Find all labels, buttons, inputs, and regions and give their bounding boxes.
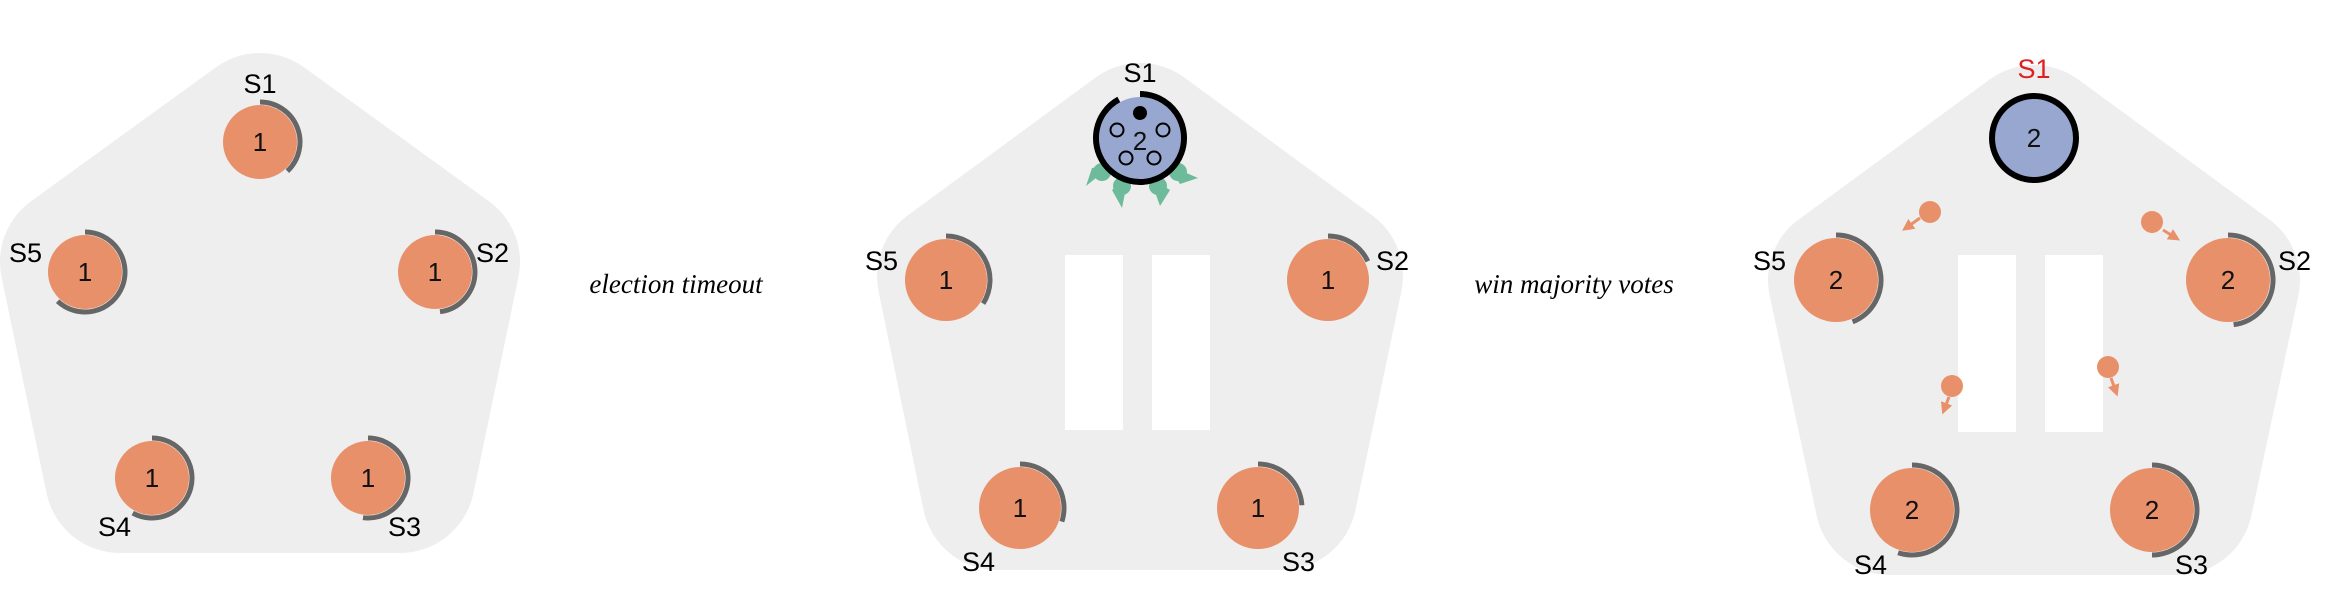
panel-initial: 1 S1 1 S2 1 S3 1 S4 1 S5 [0,53,520,553]
term-number: 2 [2027,123,2041,153]
election-timer-arc [1019,461,1067,523]
transition-label-win-majority-votes: win majority votes [1474,269,1673,299]
server-circle [1870,468,1954,552]
server-node-s5[interactable]: 2 [1794,232,1884,325]
election-timer-arc [1257,461,1305,506]
heartbeat-messages [1902,201,2181,415]
cluster-background [1768,65,2300,575]
server-node-s3[interactable]: 1 [331,435,411,521]
server-node-s2[interactable]: 1 [398,229,478,315]
panel-leader-elected: 2 S1 2 S2 2 S3 2 S4 2 S5 [1753,54,2311,580]
server-circle [331,441,405,515]
election-timer-arc [1093,91,1187,185]
vote-dot-s2 [1155,122,1171,138]
server-circle [1989,93,2079,183]
server-node-s4[interactable]: 2 [1870,462,1960,558]
server-circle [398,235,472,309]
term-number: 1 [78,257,92,287]
server-circle [979,467,1061,549]
server-label-s3: S3 [1282,547,1315,577]
server-circle [905,239,987,321]
server-node-s3[interactable]: 2 [2110,462,2200,558]
vote-dot-s5 [1109,122,1125,138]
term-number: 1 [361,463,375,493]
server-label-s5: S5 [1753,246,1786,276]
heartbeat-to-s3 [2097,356,2120,397]
heartbeat-to-s4 [1940,375,1963,415]
vote-dot-s3 [1146,150,1162,166]
election-timer-arc [1835,232,1884,325]
server-circle [1794,238,1878,322]
server-circle [1287,239,1369,321]
server-node-s1[interactable]: 1 [223,99,303,179]
heartbeat-to-s5 [1902,201,1941,231]
server-node-s4[interactable]: 1 [115,435,195,521]
term-number: 1 [145,463,159,493]
term-number: 1 [428,257,442,287]
server-label-s1: S1 [2017,54,2050,84]
server-label-s2: S2 [2278,246,2311,276]
vote-dots [1109,106,1171,166]
server-label-s4: S4 [962,547,995,577]
transition-label-election-timeout: election timeout [589,269,764,299]
term-number: 1 [1251,493,1265,523]
server-node-s5[interactable]: 1 [905,233,993,321]
server-circle [2186,238,2270,322]
cluster-background [0,53,520,553]
server-label-s5: S5 [9,238,42,268]
server-circle [223,105,297,179]
election-timer-arc [945,233,993,305]
server-circle [2110,468,2194,552]
server-label-s5: S5 [865,246,898,276]
server-label-s2: S2 [1376,246,1409,276]
server-circle [115,441,189,515]
server-label-s1: S1 [1123,58,1156,88]
term-number: 1 [253,127,267,157]
server-node-s2[interactable]: 1 [1287,233,1371,321]
heartbeat-to-s2 [2141,211,2181,241]
server-node-s3[interactable]: 1 [1217,461,1305,549]
server-label-s2: S2 [476,238,509,268]
server-circle [1217,467,1299,549]
term-number: 2 [1133,126,1147,156]
server-label-s3: S3 [2175,550,2208,580]
server-node-s5[interactable]: 1 [48,229,128,315]
term-number: 2 [1905,495,1919,525]
election-timer-arc [362,435,411,521]
election-timer-arc [1327,233,1371,263]
election-timer-arc [259,99,303,173]
server-label-s4: S4 [98,512,131,542]
election-timer-arc [55,229,128,315]
election-timer-arc [2151,462,2200,558]
term-number: 1 [1321,265,1335,295]
election-timer-arc [434,229,478,315]
pause-icon [1065,255,1210,430]
term-number: 2 [2145,495,2159,525]
server-label-s1: S1 [243,69,276,99]
vote-dot-s4 [1118,150,1134,166]
server-circle [48,235,122,309]
panel-candidate-election: 2 S1 1 S2 1 S3 1 S4 [865,58,1409,577]
server-node-s2[interactable]: 2 [2186,232,2276,328]
term-number: 2 [1829,265,1843,295]
election-timer-arc [1897,462,1960,558]
election-timer-arc [131,435,195,521]
server-node-s4[interactable]: 1 [979,461,1067,549]
cluster-background [877,63,1403,570]
term-number: 1 [939,265,953,295]
server-label-s4: S4 [1854,550,1887,580]
request-vote-arrows [1086,163,1198,208]
term-number: 1 [1013,493,1027,523]
term-number: 2 [2221,265,2235,295]
server-label-s3: S3 [388,512,421,542]
server-node-s1[interactable]: 2 [1989,93,2079,183]
pause-icon [1958,255,2103,432]
vote-dot-s1 [1133,106,1147,120]
election-timer-arc [2227,232,2276,328]
